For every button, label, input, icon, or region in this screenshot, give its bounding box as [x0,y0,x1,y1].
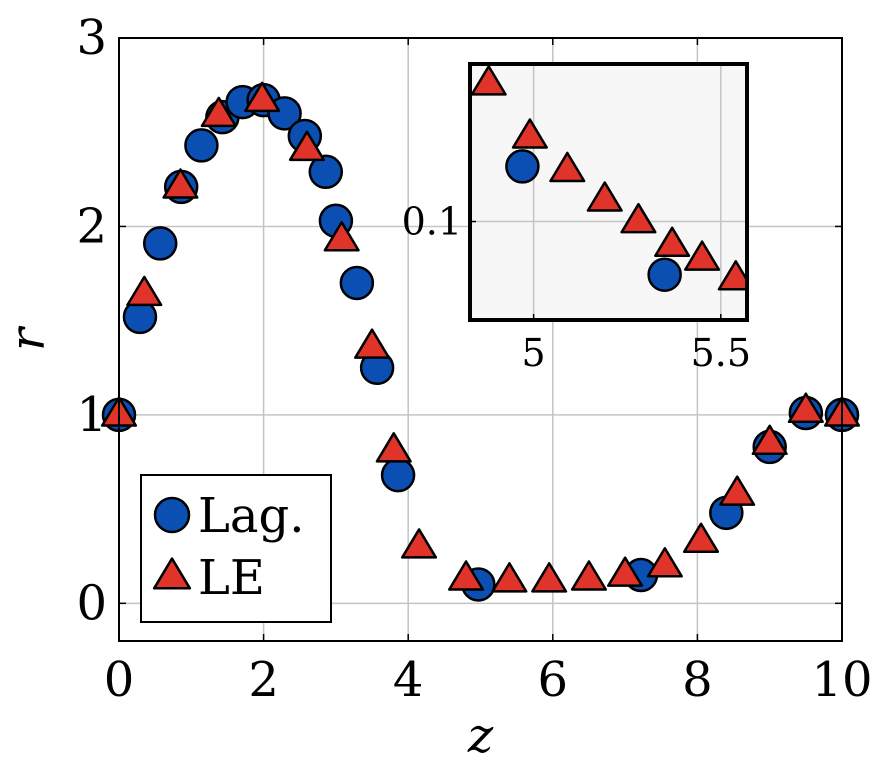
le-point [751,424,788,456]
legend-label: Lag. [198,488,304,544]
x-axis-label: z [467,708,494,764]
y-axis-label: r [0,325,56,351]
inset-le-point [470,65,507,96]
lag-point [380,457,416,493]
inset-frame [468,62,749,322]
data-points [100,81,861,602]
inset-x-tick-label: 5.5 [691,331,751,375]
le-point [607,556,644,587]
lag-point [339,265,375,301]
le-point [162,168,199,199]
y-tick-label: 3 [76,10,107,66]
x-tick-label: 2 [248,652,279,708]
le-point [447,560,485,591]
inset-le-point [549,151,586,183]
inset-x-tick-label: 5 [522,331,546,375]
le-point [531,562,568,593]
le-point [126,275,163,307]
inset-le-point [511,118,548,149]
inset-y-tick-label: 0.1 [402,200,462,244]
inset-series-lag [505,149,682,292]
legend-marker-le [152,557,192,590]
le-point [787,392,824,423]
x-tick-label: 4 [393,652,424,708]
le-point [400,528,438,559]
legend-box [140,474,332,623]
lag-point [308,154,344,190]
y-tick-label: 2 [76,198,107,254]
inset-lag-point [505,149,540,184]
inset-lag-point [647,257,682,292]
le-point [719,475,756,506]
x-tick-label: 8 [682,652,713,708]
legend-marker-lag [153,496,191,534]
lag-point [184,128,219,163]
le-point [200,96,237,128]
inset-data-points [470,65,783,301]
x-tick-label: 6 [538,652,569,708]
x-tick-label: 0 [104,652,135,708]
le-point [244,81,281,113]
inset-le-point [684,240,721,271]
le-point [375,432,412,463]
y-tick-label: 0 [76,575,107,631]
inset-series-le [470,65,783,301]
le-point [646,547,683,578]
series-le [100,81,861,593]
le-point [491,562,528,593]
inset-le-point [717,260,747,291]
le-point [570,560,607,591]
inset-le-point [654,226,691,258]
le-point [288,130,326,162]
legend: Lag. LE [140,474,332,623]
inset-le-point [586,181,623,212]
le-point [682,522,720,554]
plot-frame [118,37,843,642]
le-point [354,328,391,359]
lag-point [142,226,178,261]
x-tick-label: 10 [811,652,872,708]
inset-le-point [749,273,783,301]
inset-le-point [620,202,657,234]
le-point [323,221,360,252]
inset-chart: 5 5.5 0.1 [402,62,783,375]
legend-label: LE [198,550,265,606]
